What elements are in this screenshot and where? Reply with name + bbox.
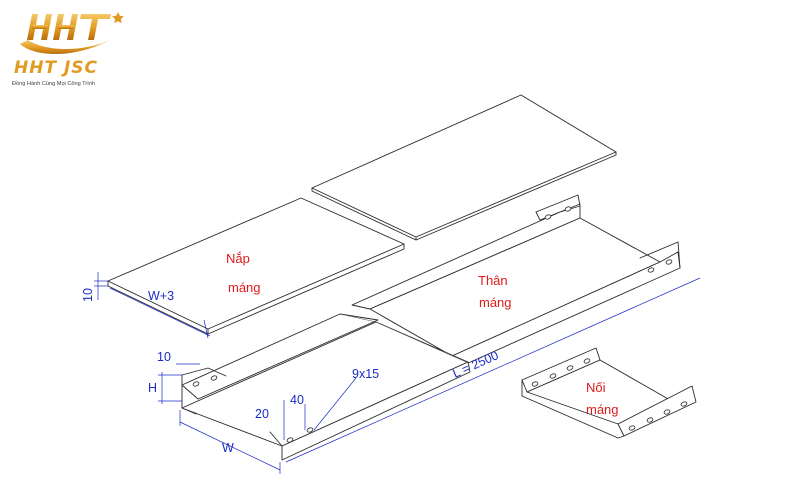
- cover-label-line1: Nắp: [226, 251, 250, 266]
- tray-body-front: [181, 313, 471, 461]
- dimension-lines: [94, 272, 701, 474]
- dim-cover-width: W+3: [148, 289, 174, 303]
- company-tagline: Đồng Hành Cùng Mọi Công Trình: [12, 81, 96, 87]
- dim-hole-offset: 20: [255, 407, 269, 421]
- cover-label-line2: máng: [228, 280, 261, 295]
- dim-cover-height: 10: [81, 288, 95, 302]
- dim-hole-pitch: 40: [290, 393, 304, 407]
- joint-label-line1: Nối: [586, 380, 606, 395]
- company-logo: HHT JSC Đồng Hành Cùng Mọi Công Trình: [6, 6, 136, 98]
- company-name: HHT JSC: [14, 58, 99, 78]
- star-icon: [112, 12, 124, 24]
- cover-plate-front: Nắp máng: [107, 197, 405, 335]
- body-label-line2: máng: [479, 295, 512, 310]
- hht-logo-mark: [20, 12, 124, 55]
- dim-slot: 9x15: [352, 367, 379, 381]
- dim-width: W: [222, 441, 234, 455]
- dim-height: H: [148, 381, 157, 395]
- cover-plate-back: [311, 94, 617, 241]
- body-label-line1: Thân: [478, 273, 508, 288]
- joint-label-line2: máng: [586, 402, 619, 417]
- tray-joint: Nối máng: [521, 347, 697, 439]
- dim-flange: 10: [157, 350, 171, 364]
